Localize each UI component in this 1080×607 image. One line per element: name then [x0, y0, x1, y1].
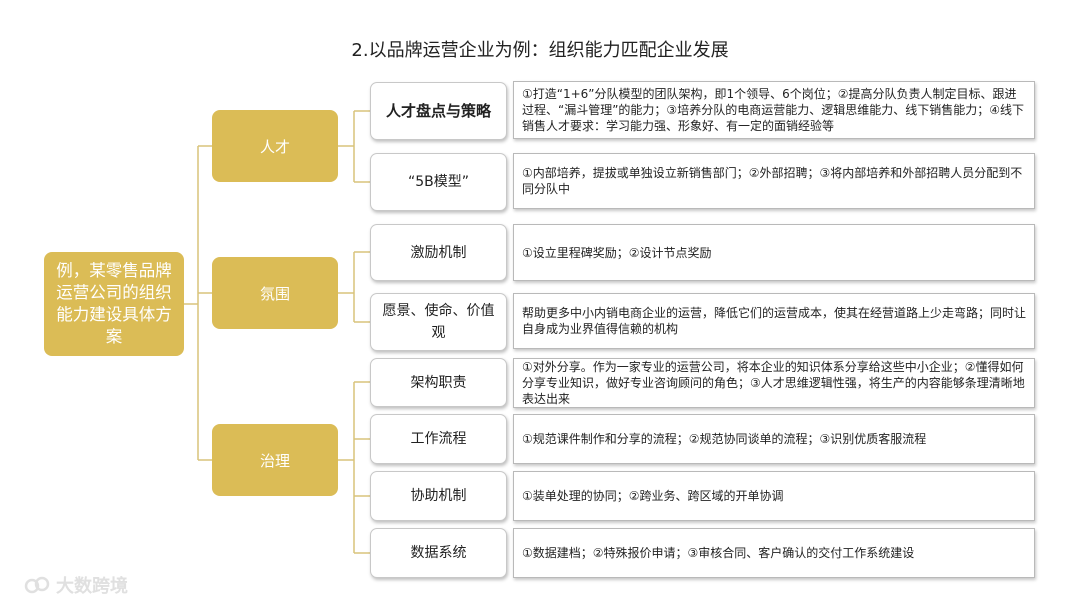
sub-node-5b-model: “5B模型”	[370, 153, 507, 211]
description-box: ①设立里程碑奖励；②设计节点奖励	[513, 224, 1035, 281]
description-box: ①对外分享。作为一家专业的运营公司，将本企业的知识体系分享给这些中小企业；②懂得…	[513, 358, 1035, 408]
description-box: ①规范课件制作和分享的流程；②规范协同谈单的流程；③识别优质客服流程	[513, 414, 1035, 464]
description-text: ①设立里程碑奖励；②设计节点奖励	[522, 245, 712, 260]
category-talent: 人才	[212, 110, 338, 182]
watermark-logo-icon	[24, 576, 50, 594]
watermark-text: 大数跨境	[56, 576, 128, 597]
description-text: 帮助更多中小内销电商企业的运营，降低它们的运营成本，使其在经营道路上少走弯路；同…	[522, 306, 1027, 336]
sub-node-workflow: 工作流程	[370, 414, 507, 464]
description-text: ①装单处理的协同；②跨业务、跨区域的开单协调	[522, 489, 784, 503]
sub-node-structure: 架构职责	[370, 358, 507, 407]
watermark: 大数跨境	[24, 572, 128, 598]
sub-node-collaboration: 协助机制	[370, 471, 507, 521]
description-box: ①数据建档；②特殊报价申请；③审核合同、客户确认的交付工作系统建设	[513, 528, 1035, 578]
description-box: ①内部培养，提拔或单独设立新销售部门；②外部招聘；③将内部培养和外部招聘人员分配…	[513, 153, 1035, 209]
description-text: ①数据建档；②特殊报价申请；③审核合同、客户确认的交付工作系统建设	[522, 546, 915, 560]
description-text: ①打造“1+6”分队模型的团队架构，即1个领导、6个岗位；②提高分队负责人制定目…	[522, 87, 1024, 133]
page-title: 2.以品牌运营企业为例：组织能力匹配企业发展	[351, 40, 729, 61]
sub-node-incentive: 激励机制	[370, 224, 507, 281]
root-node: 例，某零售品牌运营公司的组织能力建设具体方案	[44, 252, 184, 356]
description-box: 帮助更多中小内销电商企业的运营，降低它们的运营成本，使其在经营道路上少走弯路；同…	[513, 293, 1035, 349]
sub-node-vision: 愿景、使命、价值观	[370, 293, 507, 351]
description-text: ①内部培养，提拔或单独设立新销售部门；②外部招聘；③将内部培养和外部招聘人员分配…	[522, 166, 1023, 196]
description-text: ①规范课件制作和分享的流程；②规范协同谈单的流程；③识别优质客服流程	[522, 432, 927, 446]
description-text: ①对外分享。作为一家专业的运营公司，将本企业的知识体系分享给这些中小企业；②懂得…	[522, 360, 1025, 406]
description-box: ①装单处理的协同；②跨业务、跨区域的开单协调	[513, 471, 1035, 521]
sub-node-talent-inventory: 人才盘点与策略	[370, 82, 507, 140]
category-atmosphere: 氛围	[212, 257, 338, 329]
description-box: ①打造“1+6”分队模型的团队架构，即1个领导、6个岗位；②提高分队负责人制定目…	[513, 81, 1035, 139]
sub-node-data-system: 数据系统	[370, 528, 507, 578]
category-governance: 治理	[212, 424, 338, 496]
